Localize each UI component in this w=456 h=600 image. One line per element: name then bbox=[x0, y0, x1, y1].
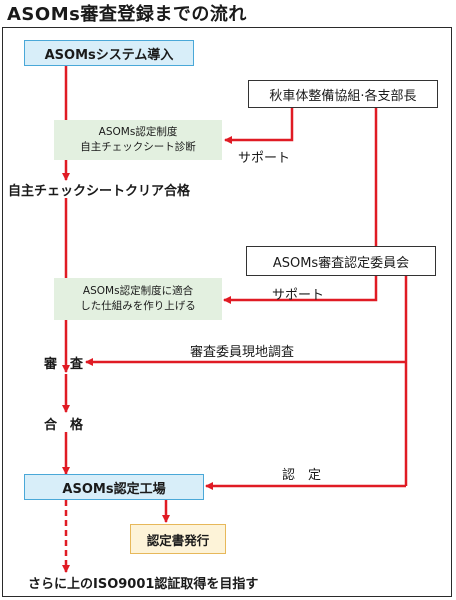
node-audit: 審 査 bbox=[44, 357, 84, 372]
arrow-committee-support bbox=[223, 276, 378, 304]
node-build-line1: ASOMs認定制度に適合 bbox=[82, 285, 194, 297]
node-self-check-line2: 自主チェックシート診断 bbox=[80, 141, 196, 153]
node-self-check-pass: 自主チェックシートクリア合格 bbox=[8, 184, 191, 199]
node-self-check: ASOMs認定制度 自主チェックシート診断 bbox=[54, 120, 222, 160]
edge-label-support2: サポート bbox=[272, 288, 325, 303]
arrow-association-support bbox=[224, 108, 294, 144]
edge-label-onsite-audit: 審査委員現地調査 bbox=[190, 345, 295, 360]
node-introduce: ASOMsシステム導入 bbox=[24, 40, 194, 66]
node-build: ASOMs認定制度に適合 した仕組みを作り上げる bbox=[54, 278, 222, 320]
edge-label-support1: サポート bbox=[238, 151, 291, 166]
node-certificate-issue: 認定書発行 bbox=[130, 524, 226, 554]
node-association: 秋車体整備協組·各支部長 bbox=[248, 80, 438, 108]
node-certified-factory: ASOMs認定工場 bbox=[24, 474, 204, 500]
node-committee: ASOMs審査認定委員会 bbox=[246, 246, 436, 276]
node-self-check-line1: ASOMs認定制度 bbox=[98, 126, 178, 138]
node-pass: 合 格 bbox=[44, 418, 84, 433]
diagram-frame bbox=[2, 27, 452, 597]
node-goal: さらに上のISO9001認証取得を目指す bbox=[28, 577, 259, 592]
node-build-line2: した仕組みを作り上げる bbox=[80, 300, 196, 312]
page-title: ASOMs審査登録までの流れ bbox=[7, 4, 247, 25]
edge-label-certify: 認 定 bbox=[282, 468, 322, 483]
